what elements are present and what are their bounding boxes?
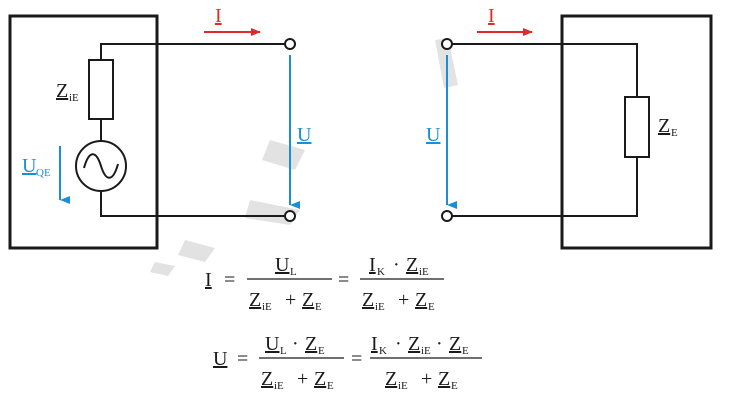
- eq2-frac1-num-b: Z: [305, 333, 317, 355]
- eq2-frac2-num-op2: ·: [436, 333, 443, 355]
- load-impedance-sub: E: [671, 127, 678, 139]
- eq2-lhs: U: [213, 348, 228, 370]
- eq2-frac2-num-a-sub: K: [379, 345, 387, 357]
- eq2-frac2-num-a: I: [371, 333, 378, 355]
- source-voltage-sub: QE: [36, 167, 51, 179]
- eq1-frac2-den-a-sub: iE: [375, 301, 385, 313]
- eq2-frac2-num-c: Z: [449, 333, 461, 355]
- eq2-frac1-num-op: ·: [292, 333, 299, 355]
- eq2-frac2-den-op: +: [421, 368, 432, 390]
- eq2-frac1-num-b-sub: E: [318, 345, 325, 357]
- voltage-label-right: U: [426, 124, 441, 146]
- eq2-frac2-num-b: Z: [408, 333, 420, 355]
- internal-impedance-label: Z iE: [56, 80, 79, 104]
- eq1-lhs: I: [205, 269, 212, 291]
- source-circuit: Z iE U QE I U: [8, 5, 312, 250]
- eq1-frac2-num-a-sub: K: [377, 266, 385, 278]
- eq2-frac2-num-c-sub: E: [462, 345, 469, 357]
- eq1-equals-2: =: [338, 269, 349, 291]
- terminal-right-top: [441, 38, 453, 50]
- load-circuit: Z E I U: [426, 5, 713, 250]
- watermark: [150, 38, 458, 276]
- terminal-left-bottom: [284, 210, 296, 222]
- source-voltage-main: U: [22, 155, 37, 177]
- eq1-frac2-num-b-sub: iE: [419, 266, 429, 278]
- eq2-frac1-num-a-sub: L: [280, 345, 287, 357]
- eq2-equals-2: =: [351, 348, 362, 370]
- eq2-frac2-den-b-sub: E: [451, 380, 458, 392]
- eq2-frac1-den-a-sub: iE: [274, 380, 284, 392]
- eq2-frac2-den-a-sub: iE: [398, 380, 408, 392]
- load-top-wire: [452, 43, 638, 97]
- source-top-wire: [100, 43, 288, 60]
- eq1-frac1-num-sub: L: [290, 266, 297, 278]
- source-box: [8, 14, 159, 250]
- eq2-frac1-den-b-sub: E: [327, 380, 334, 392]
- equation-voltage: U = U L · Z E Z iE + Z E = I K · Z iE · …: [213, 333, 482, 392]
- eq1-frac2-num-b: Z: [406, 254, 418, 276]
- eq1-frac1-num-main: U: [275, 254, 290, 276]
- eq2-frac2-den-b: Z: [438, 368, 450, 390]
- eq1-frac2-den-b: Z: [415, 289, 427, 311]
- terminal-right-bottom: [441, 210, 453, 222]
- voltage-label-left: U: [297, 124, 312, 146]
- eq2-frac1-den-op: +: [297, 368, 308, 390]
- eq2-frac2-num-b-sub: iE: [421, 345, 431, 357]
- impedance-main: Z: [56, 80, 68, 102]
- source-bottom-wire: [100, 192, 288, 217]
- eq1-frac2-num-a: I: [369, 254, 376, 276]
- eq1-frac1-den-b-sub: E: [315, 301, 322, 313]
- load-bottom-wire: [452, 157, 638, 217]
- load-impedance-resistor: [624, 96, 650, 158]
- internal-impedance-resistor: [88, 59, 114, 120]
- equation-current: I = U L Z iE + Z E = I K · Z iE Z iE + Z…: [205, 254, 444, 313]
- eq1-equals-1: =: [224, 269, 235, 291]
- eq2-frac2-num-op: ·: [395, 333, 402, 355]
- eq2-equals-1: =: [237, 348, 248, 370]
- load-impedance-label: Z E: [658, 115, 678, 139]
- eq1-frac2-num-op: ·: [393, 254, 400, 276]
- eq1-frac1-den-op: +: [285, 289, 296, 311]
- eq1-frac1-den-a: Z: [249, 289, 261, 311]
- eq2-frac1-den-a: Z: [261, 368, 273, 390]
- eq1-frac1-den-b: Z: [302, 289, 314, 311]
- impedance-sub: iE: [69, 92, 79, 104]
- eq2-frac2-den-a: Z: [385, 368, 397, 390]
- eq1-frac2-den-a: Z: [362, 289, 374, 311]
- eq2-frac1-num-a: U: [265, 333, 280, 355]
- terminal-left-top: [284, 38, 296, 50]
- eq1-frac2-den-op: +: [398, 289, 409, 311]
- source-voltage-label: U QE: [22, 155, 51, 179]
- sine-wave-icon: [83, 153, 119, 179]
- eq1-frac1-den-a-sub: iE: [262, 301, 272, 313]
- current-label-left: I: [215, 5, 222, 27]
- current-label-right: I: [488, 5, 495, 27]
- load-box: [560, 14, 713, 250]
- load-impedance-main: Z: [658, 115, 670, 137]
- eq1-frac2-den-b-sub: E: [428, 301, 435, 313]
- eq2-frac1-den-b: Z: [314, 368, 326, 390]
